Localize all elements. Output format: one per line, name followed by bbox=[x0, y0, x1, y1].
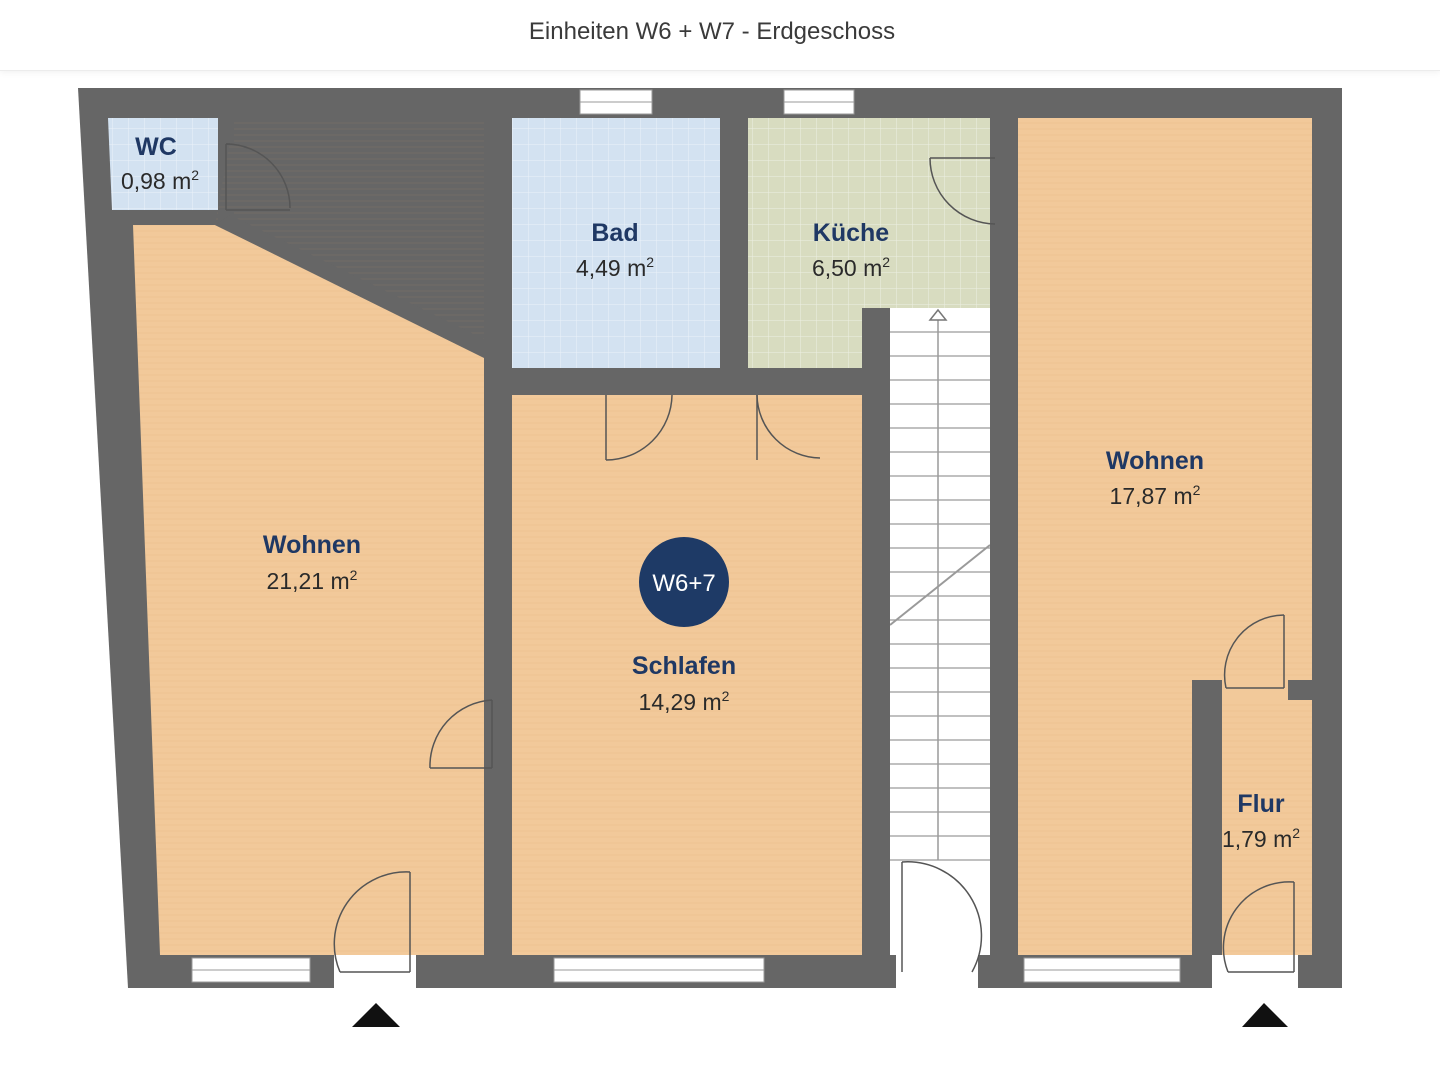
door-bad bbox=[605, 394, 673, 461]
floor-flur bbox=[1212, 700, 1312, 955]
floor-bad bbox=[512, 118, 720, 368]
room-area-schlafen: 14,29 m2 bbox=[639, 688, 730, 715]
door-kueche-stair bbox=[929, 157, 996, 225]
unit-badge-circle bbox=[639, 537, 729, 627]
floor-kueche bbox=[748, 118, 990, 368]
window-kueche bbox=[783, 89, 855, 115]
room-name-wc: WC bbox=[135, 133, 177, 161]
room-name-flur: Flur bbox=[1237, 790, 1284, 818]
room-name-wohnen-right: Wohnen bbox=[1106, 447, 1204, 475]
stair-up-arrow-icon bbox=[928, 308, 948, 321]
room-area-wohnen-right: 17,87 m2 bbox=[1110, 482, 1201, 509]
windows bbox=[191, 89, 1181, 983]
floor-wohnen-left bbox=[133, 118, 484, 955]
floor-wc bbox=[108, 118, 218, 210]
unit-badge: W6+7 bbox=[639, 537, 729, 627]
unit-badge-label: W6+7 bbox=[652, 570, 715, 597]
door-entrance-right bbox=[1222, 881, 1295, 973]
room-area-wc: 0,98 m2 bbox=[121, 167, 199, 194]
room-name-schlafen: Schlafen bbox=[632, 652, 736, 680]
window-bad bbox=[579, 89, 653, 115]
room-name-bad: Bad bbox=[591, 219, 638, 247]
staircase bbox=[889, 308, 991, 955]
door-entrance-left bbox=[333, 871, 411, 973]
window-wohnen-right bbox=[1023, 957, 1181, 983]
door-opening-staircase bbox=[896, 955, 978, 988]
plan-title: Einheiten W6 + W7 - Erdgeschoss bbox=[528, 18, 896, 45]
header-bar: Einheiten W6 + W7 - Erdgeschoss bbox=[0, 0, 1440, 71]
room-area-kueche: 6,50 m2 bbox=[812, 254, 890, 281]
entrance-arrow-left-icon bbox=[352, 1003, 400, 1027]
window-wohnen-left bbox=[191, 957, 311, 983]
entrance-arrow-right-icon bbox=[1242, 1003, 1288, 1027]
door-wohnen-left bbox=[429, 699, 493, 769]
interior-walls bbox=[108, 88, 1318, 988]
doors bbox=[225, 143, 1295, 973]
door-wc bbox=[225, 143, 291, 211]
room-area-flur: 1,79 m2 bbox=[1222, 825, 1300, 852]
door-flur bbox=[1223, 614, 1285, 689]
floor-wohnen-right bbox=[1018, 118, 1312, 955]
room-area-wohnen-left: 21,21 m2 bbox=[267, 567, 358, 594]
room-name-kueche: Küche bbox=[813, 219, 890, 247]
room-area-bad: 4,49 m2 bbox=[576, 254, 654, 281]
room-name-wohnen-left: Wohnen bbox=[263, 531, 361, 559]
window-schlafen bbox=[553, 957, 765, 983]
door-kueche bbox=[756, 394, 821, 460]
floor-schlafen bbox=[512, 395, 862, 955]
door-staircase bbox=[901, 861, 983, 973]
